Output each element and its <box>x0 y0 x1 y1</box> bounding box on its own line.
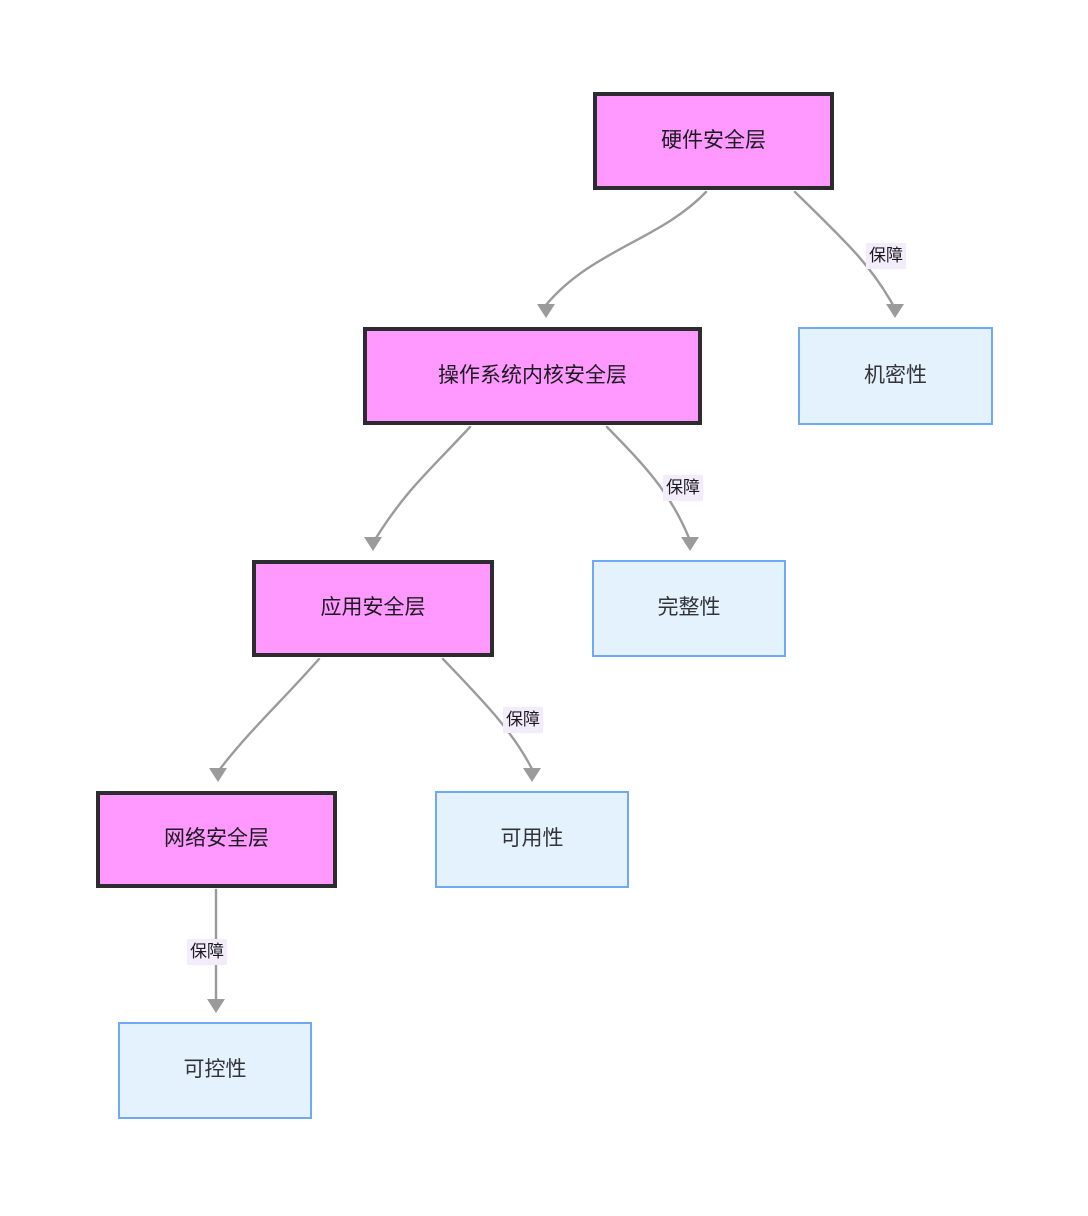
edge-application-to-availability <box>441 657 534 771</box>
node-label: 操作系统内核安全层 <box>438 363 627 387</box>
node-label: 应用安全层 <box>320 596 426 620</box>
node-label: 硬件安全层 <box>661 128 766 152</box>
node-confidentiality[interactable]: 机密性 <box>798 327 993 425</box>
node-label: 网络安全层 <box>164 827 269 851</box>
edge-hardware-to-os_kernel <box>544 190 708 307</box>
arrowhead-integrity <box>681 537 699 551</box>
edge-label-network-controllability: 保障 <box>187 939 227 966</box>
arrowhead-confidentiality <box>886 304 904 318</box>
node-label: 可控性 <box>183 1058 247 1082</box>
node-hardware-security-layer[interactable]: 硬件安全层 <box>593 92 834 190</box>
node-os-kernel-security-layer[interactable]: 操作系统内核安全层 <box>363 327 702 425</box>
arrowhead-network <box>209 768 227 782</box>
arrowhead-availability <box>523 768 541 782</box>
node-label: 完整性 <box>657 596 721 620</box>
node-network-security-layer[interactable]: 网络安全层 <box>96 791 337 888</box>
node-availability[interactable]: 可用性 <box>435 791 629 888</box>
edge-label-application-availability: 保障 <box>503 707 543 734</box>
node-label: 机密性 <box>864 363 927 387</box>
edge-application-to-network <box>218 657 321 771</box>
edge-label-oskernel-integrity: 保障 <box>663 475 703 502</box>
node-controllability[interactable]: 可控性 <box>118 1022 312 1119</box>
arrowhead-os_kernel <box>537 304 555 318</box>
node-application-security-layer[interactable]: 应用安全层 <box>252 560 494 657</box>
arrowhead-application <box>364 537 382 551</box>
edge-os_kernel-to-integrity <box>605 425 691 540</box>
edge-os_kernel-to-application <box>374 425 472 540</box>
edge-label-hardware-confidentiality: 保障 <box>866 243 906 270</box>
node-label: 可用性 <box>500 827 564 851</box>
node-integrity[interactable]: 完整性 <box>592 560 786 657</box>
edge-hardware-to-confidentiality <box>793 190 895 307</box>
arrowhead-controllability <box>207 999 225 1013</box>
